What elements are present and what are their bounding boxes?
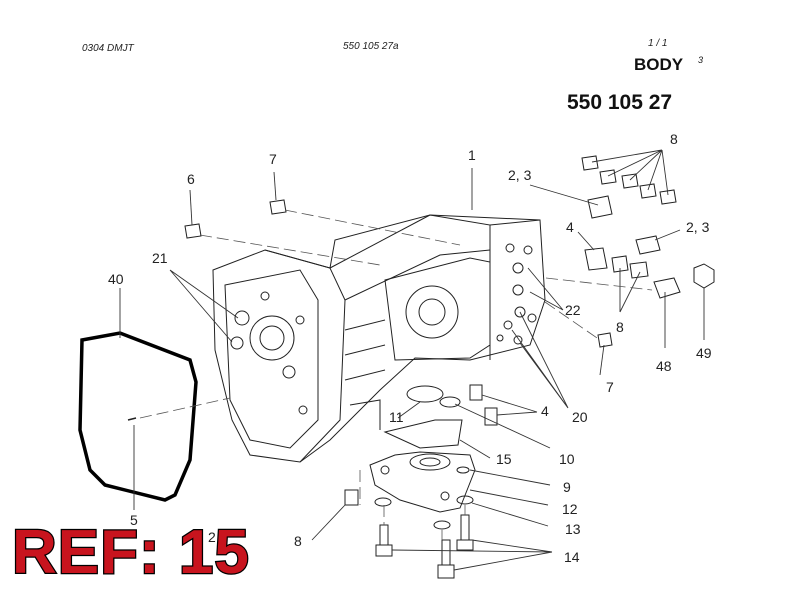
callout-8-lower: 8 bbox=[294, 533, 302, 549]
callout-4-right: 4 bbox=[566, 219, 574, 235]
callout-21: 21 bbox=[152, 250, 168, 266]
plug-4-right bbox=[584, 247, 608, 271]
callout-10: 10 bbox=[559, 451, 575, 467]
page-title: BODY bbox=[634, 55, 684, 74]
callout-8-right: 8 bbox=[616, 319, 624, 335]
callout-20: 20 bbox=[572, 409, 588, 425]
plug-group-8 bbox=[581, 155, 677, 205]
callout-22: 22 bbox=[565, 302, 581, 318]
o-ring-11 bbox=[406, 385, 444, 403]
plug-7-top bbox=[269, 199, 287, 215]
callout-9: 9 bbox=[563, 479, 571, 495]
callout-1: 1 bbox=[468, 147, 476, 163]
callout-13: 13 bbox=[565, 521, 581, 537]
plug-8-right bbox=[611, 255, 629, 273]
gasket-40 bbox=[78, 331, 198, 502]
o-ring-10 bbox=[439, 396, 461, 408]
document-code: 0304 DMJT bbox=[82, 43, 134, 54]
plug-2-3-right bbox=[635, 235, 661, 255]
nut-49 bbox=[693, 263, 715, 289]
fitting-48 bbox=[653, 277, 681, 299]
plug-7-right bbox=[597, 332, 613, 348]
callout-2: 2 bbox=[208, 529, 216, 545]
gasket-15 bbox=[383, 419, 463, 449]
callout-14: 14 bbox=[564, 549, 580, 565]
plug-2-3-upper bbox=[587, 195, 613, 219]
callout-7-top: 7 bbox=[269, 151, 277, 167]
callout-5: 5 bbox=[130, 512, 138, 528]
bolt-14 bbox=[375, 514, 474, 579]
washer-13 bbox=[374, 495, 474, 530]
callout-15: 15 bbox=[496, 451, 512, 467]
gearbox-body bbox=[212, 214, 546, 463]
callout-6: 6 bbox=[187, 171, 195, 187]
callout-2-3-right: 2, 3 bbox=[686, 219, 710, 235]
plug-6 bbox=[184, 223, 202, 239]
plug-4 bbox=[469, 384, 498, 426]
drawing-reference: 550 105 27a bbox=[343, 41, 399, 52]
callout-8-top: 8 bbox=[670, 131, 678, 147]
callout-11: 11 bbox=[389, 409, 404, 425]
callout-48: 48 bbox=[656, 358, 672, 374]
reference-overlay-label: REF: 15 bbox=[11, 518, 250, 587]
page-number: 1 / 1 bbox=[648, 38, 668, 49]
callout-40: 40 bbox=[108, 271, 124, 287]
callout-2-3-upper: 2, 3 bbox=[508, 167, 532, 183]
callout-49: 49 bbox=[696, 345, 712, 361]
part-number: 550 105 27 bbox=[567, 91, 673, 114]
callout-12: 12 bbox=[562, 501, 578, 517]
plug-8-lower bbox=[344, 489, 359, 506]
cover-plate-9 bbox=[369, 451, 476, 513]
callout-4-lower: 4 bbox=[541, 403, 549, 419]
callout-7-right: 7 bbox=[606, 379, 614, 395]
title-superscript: 3 bbox=[698, 55, 704, 65]
